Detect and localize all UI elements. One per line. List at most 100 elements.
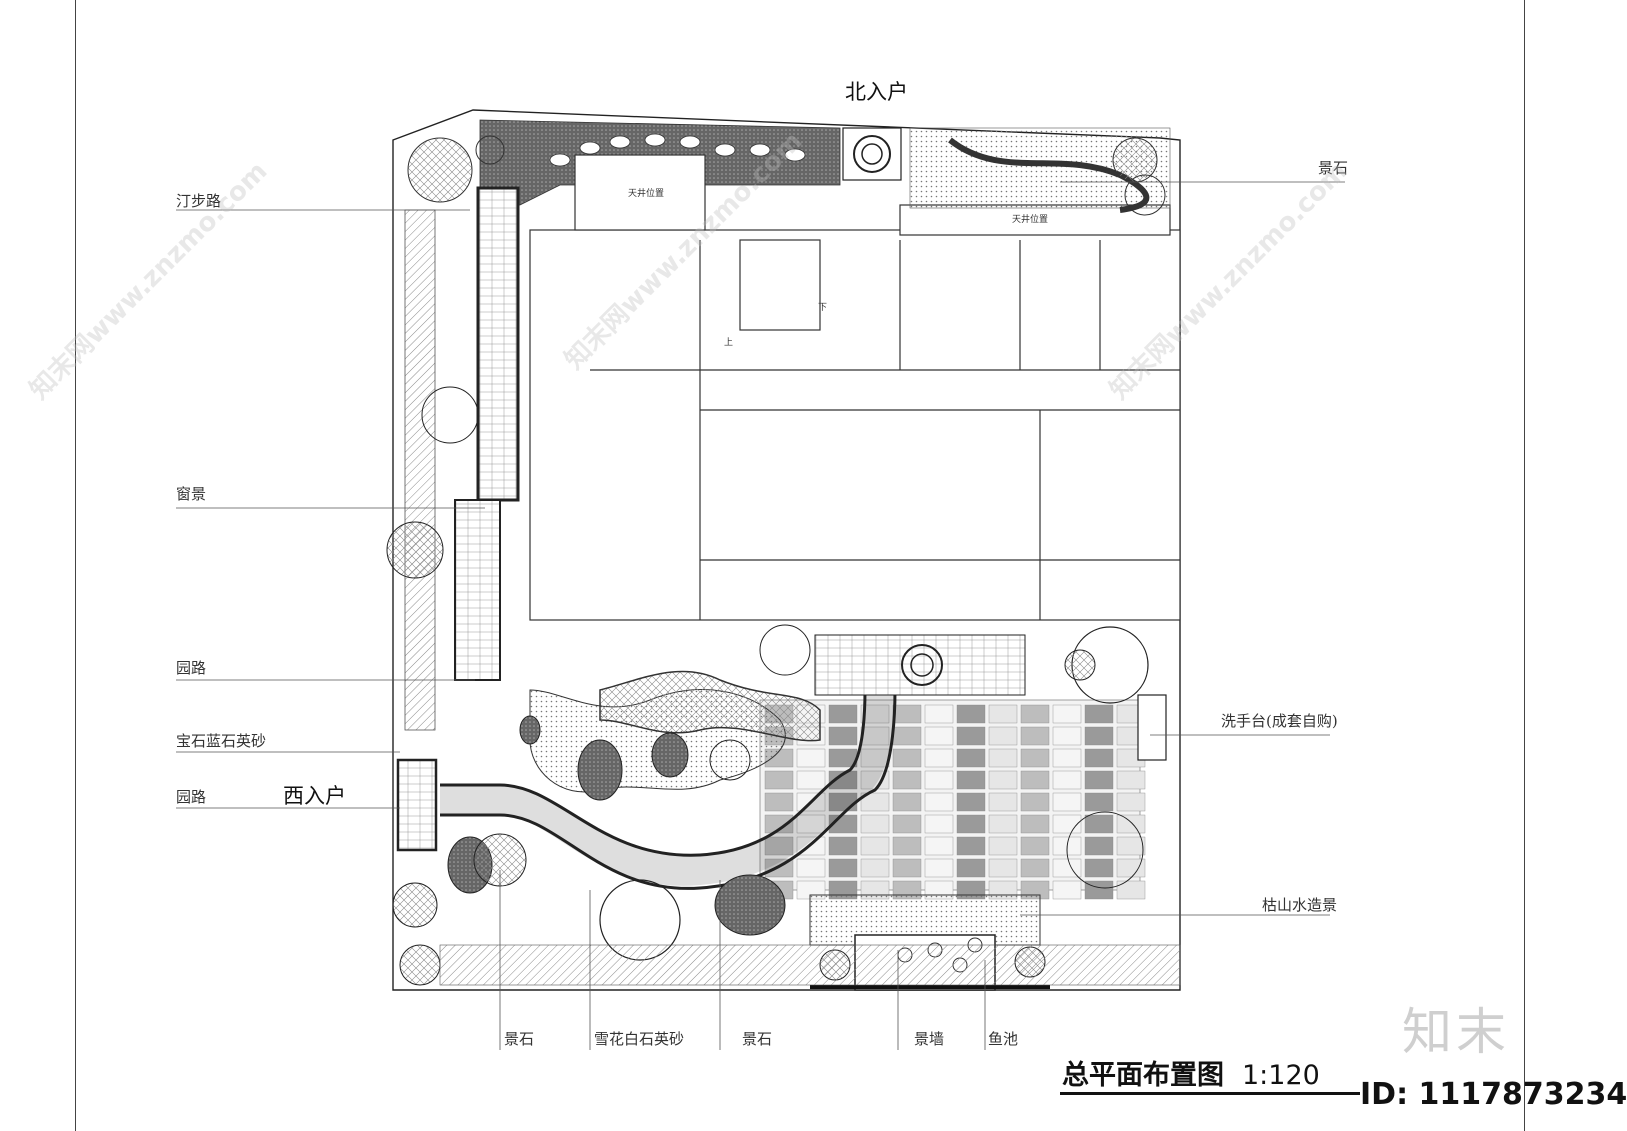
callout-fish-pond: 鱼池 [988,1030,1019,1048]
west-entry-gate [396,758,438,852]
callout-stepping-path: 汀步路 [176,192,222,210]
terrace-tile [924,770,954,790]
south-planting-strip [439,944,1181,986]
nw-tree [407,137,473,203]
terrace-tile [924,814,954,834]
terrace-tile [1052,704,1082,724]
callout-blue-quartz-sand: 宝石蓝石英砂 [176,732,267,750]
callout-dry-landscape: 枯山水造景 [1262,896,1338,914]
terrace-tile [1084,748,1114,768]
terrace-tile [828,726,858,746]
terrace-tile [1052,770,1082,790]
terrace-tile [1116,814,1146,834]
callout-garden-path: 园路 [176,659,207,677]
wash-basin [1137,694,1167,761]
terrace-tile [892,814,922,834]
brand-logo: 知末 [1402,1003,1510,1061]
svg-text:天井位置: 天井位置 [628,187,664,199]
terrace-tile [860,792,890,812]
terrace-tile [1020,704,1050,724]
terrace-tile [860,814,890,834]
terrace-tile [892,704,922,724]
curved-garden-path [440,679,895,886]
terrace-tile [988,748,1018,768]
west-tree [386,521,444,579]
title-underline [1060,1092,1360,1095]
terrace-tile [956,836,986,856]
landscape-stone [577,739,623,801]
garden-path-west [454,499,501,681]
terrace-tile [892,792,922,812]
terrace-tile-pattern [764,704,1146,900]
terrace-tile [1084,814,1114,834]
terrace-tile [1084,770,1114,790]
terrace-tile [1084,858,1114,878]
terrace-tile [924,792,954,812]
terrace-tile [924,858,954,878]
terrace-tile [956,704,986,724]
terrace-tile [988,704,1018,724]
west-planting-strip [404,209,436,731]
callout-landscape-stone-ne: 景石 [1318,159,1349,177]
terrace-tile [1052,748,1082,768]
terrace-tile [764,836,794,856]
terrace-tile [1020,836,1050,856]
terrace-tile [1116,792,1146,812]
house-footprint [529,154,1181,621]
terrace-tile [956,748,986,768]
terrace-tile [860,858,890,878]
zen-pond-shape [599,670,821,742]
frame-left-border [75,0,76,1131]
north-entry-label: 北入户 [845,80,908,104]
terrace-tile [956,726,986,746]
terrace-tile [1052,726,1082,746]
terrace-tile [1020,748,1050,768]
drawing-scale: 1:120 [1242,1060,1320,1091]
terrace-tile [1116,858,1146,878]
terrace-tile [956,858,986,878]
terrace-tile [764,770,794,790]
frame-right-border [1524,0,1525,1131]
terrace-tile [892,858,922,878]
terrace-tile [924,836,954,856]
terrace-tile [1020,792,1050,812]
west-entry-label: 西入户 [283,784,346,808]
terrace-tile [956,792,986,812]
callout-landscape-stone-2: 景石 [742,1030,773,1048]
terrace-tile [828,770,858,790]
terrace-tile [1052,792,1082,812]
terrace-tile [988,814,1018,834]
terrace-tile [1020,858,1050,878]
terrace-tile [988,726,1018,746]
drawing-title-main: 总平面布置图 [1062,1060,1224,1091]
sw-stone-2 [714,874,786,936]
terrace-tile [924,704,954,724]
terrace-tile [892,836,922,856]
asset-id: ID: 1117873234 [1360,1077,1627,1112]
stepping-stones [549,133,806,167]
callout-landscape-stone-1: 景石 [504,1030,535,1048]
terrace-tile [1052,880,1082,900]
terrace-tile [988,792,1018,812]
terrace-tile [988,770,1018,790]
terrace-tile [828,704,858,724]
terrace-tile [828,836,858,856]
terrace-tile [988,836,1018,856]
terrace-tile [1116,836,1146,856]
stair-up-label: 上 [724,337,733,348]
terrace-tile [1116,770,1146,790]
stair-down-label: 下 [818,303,827,313]
callout-white-quartz-sand: 雪花白石英砂 [594,1030,685,1048]
terrace-tile [892,726,922,746]
terrace-tile [1084,880,1114,900]
terrace-tile [1084,836,1114,856]
terrace-tile [1084,704,1114,724]
leader-lines [176,181,1345,1050]
stepping-path [476,186,520,502]
terrace-tile [988,858,1018,878]
terrace-tile [892,770,922,790]
terrace-tile [764,814,794,834]
shrub [709,739,751,781]
terrace-tile [796,748,826,768]
